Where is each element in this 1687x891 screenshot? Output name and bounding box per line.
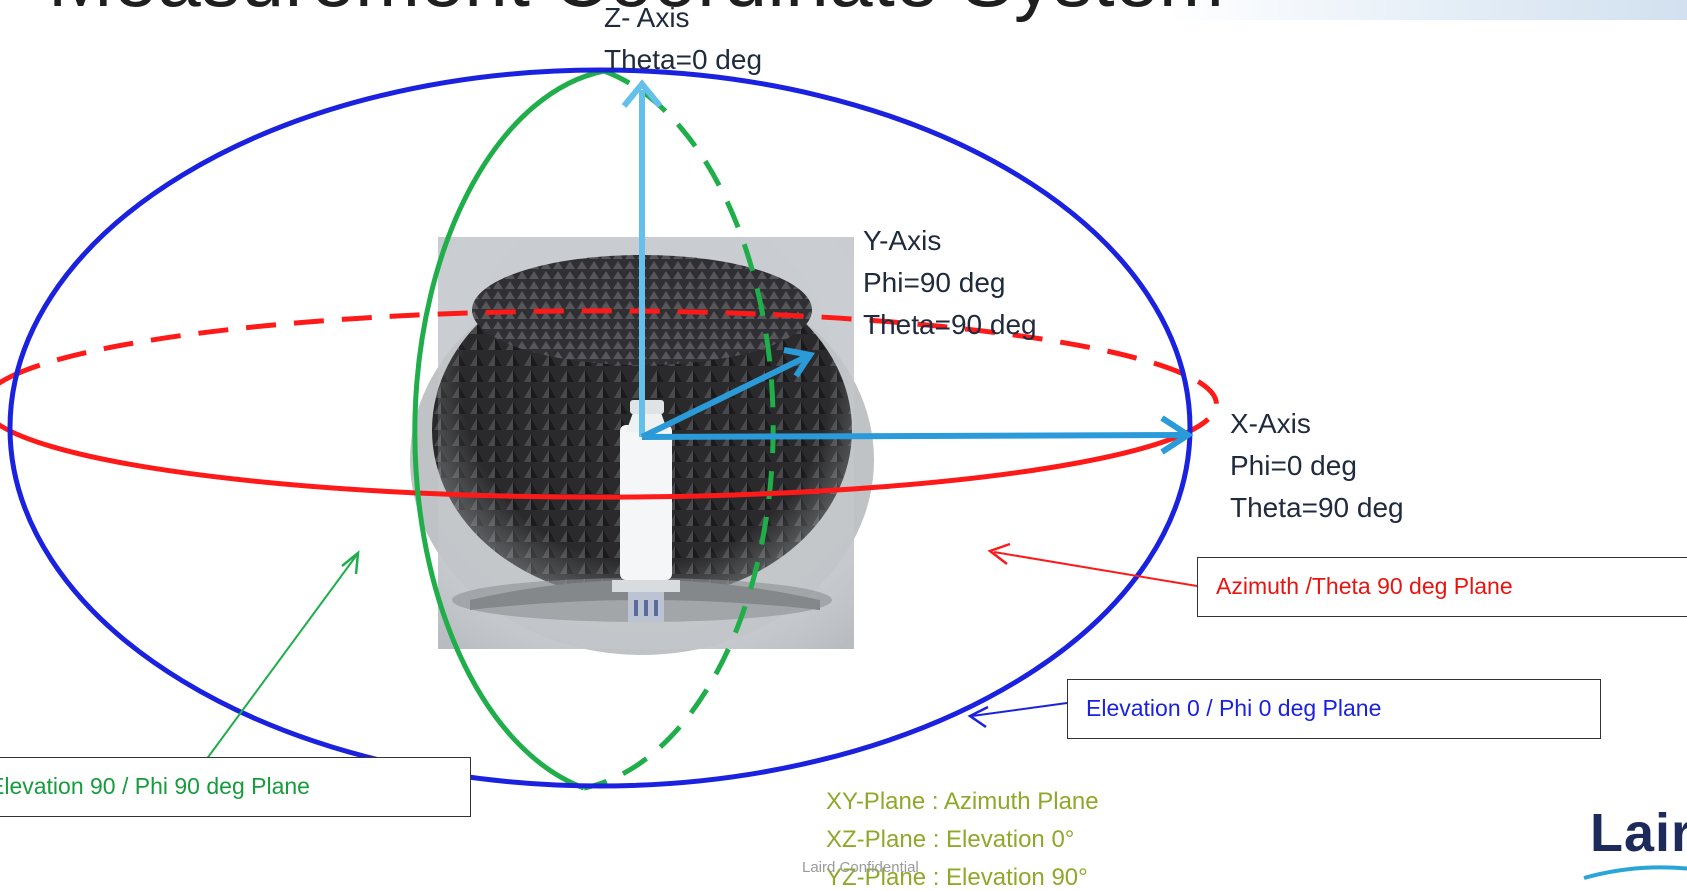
y-axis-arrow bbox=[640, 347, 816, 440]
y-axis-name: Y-Axis bbox=[863, 225, 942, 256]
z-axis-label: Z- Axis Theta=0 deg bbox=[604, 0, 762, 81]
laird-logo: Laird bbox=[1580, 803, 1687, 890]
logo-wordmark: Laird bbox=[1590, 803, 1687, 863]
z-axis-theta: Theta=0 deg bbox=[604, 44, 763, 75]
x-axis-phi: Phi=0 deg bbox=[1230, 450, 1357, 481]
slide-title: Measurement Coordinate System bbox=[48, 0, 1224, 25]
elevation0-callout-leader bbox=[967, 702, 1068, 729]
z-axis-name: Z- Axis bbox=[604, 2, 690, 33]
y-axis-phi: Phi=90 deg bbox=[863, 267, 1006, 298]
legend-yz: YZ-Plane : Elevation 90° bbox=[826, 864, 1088, 891]
elevation0-plane-callout: Elevation 0 / Phi 0 deg Plane bbox=[1067, 679, 1601, 739]
legend-xz: XZ-Plane : Elevation 0° bbox=[826, 826, 1075, 853]
anechoic-chamber-photo bbox=[410, 237, 874, 655]
azimuth-callout-leader bbox=[987, 542, 1198, 587]
elevation90-plane-back bbox=[583, 68, 776, 791]
elevation90-plane-callout: Elevation 90 / Phi 90 deg Plane bbox=[0, 757, 471, 817]
z-axis-arrow bbox=[621, 79, 663, 437]
legend-xy: XY-Plane : Azimuth Plane bbox=[826, 788, 1099, 815]
plane-legend: XY-Plane : Azimuth Plane XZ-Plane : Elev… bbox=[826, 783, 1099, 891]
azimuth-plane-back bbox=[10, 308, 1219, 435]
elevation90-callout-leader bbox=[205, 550, 360, 761]
x-axis-arrow bbox=[641, 415, 1194, 455]
x-axis-name: X-Axis bbox=[1230, 408, 1311, 439]
y-axis-theta: Theta=90 deg bbox=[863, 309, 1037, 340]
azimuth-plane-front bbox=[0, 373, 1190, 500]
azimuth-plane-callout: Azimuth /Theta 90 deg Plane bbox=[1197, 557, 1687, 617]
x-axis-theta: Theta=90 deg bbox=[1230, 492, 1404, 523]
logo-swoosh-icon bbox=[1583, 865, 1687, 880]
y-axis-label: Y-Axis Phi=90 deg Theta=90 deg bbox=[863, 220, 1037, 346]
elevation90-plane-front bbox=[412, 68, 605, 791]
confidential-footer: Laird Confidential bbox=[802, 859, 919, 876]
x-axis-label: X-Axis Phi=0 deg Theta=90 deg bbox=[1230, 403, 1404, 529]
elevation0-plane bbox=[7, 67, 1193, 789]
title-background bbox=[1167, 0, 1687, 20]
